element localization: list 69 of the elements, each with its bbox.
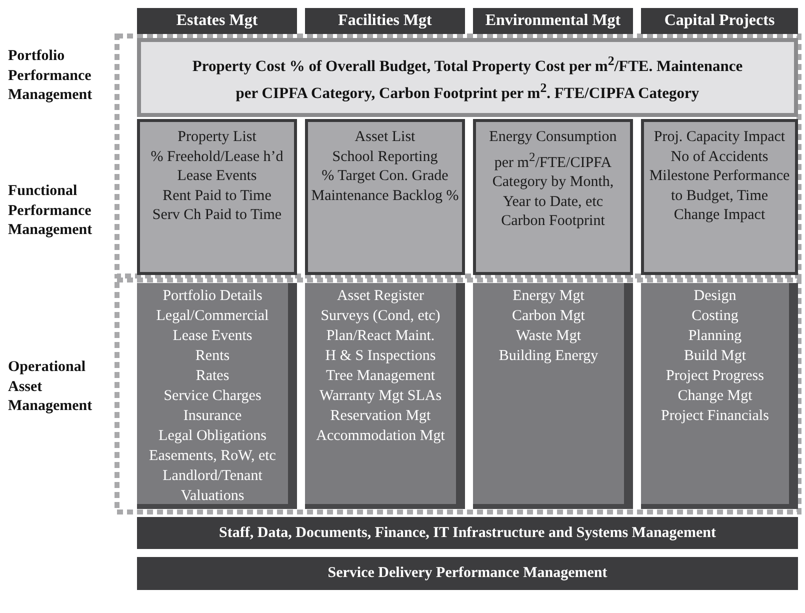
layer-title: Service Delivery Performance Management [328, 565, 608, 582]
activity-item: Design [692, 287, 738, 306]
activity-item: Planning [687, 327, 743, 346]
kpi-item: No of Accidents [670, 148, 770, 166]
activity-panel [641, 283, 798, 509]
activity-item: Lease Events [172, 327, 254, 346]
activity-item: Costing [690, 307, 740, 326]
kpi-band [137, 38, 798, 117]
layer-bar [137, 517, 798, 549]
activity-panel [473, 283, 633, 509]
activity-item: Portfolio Details [162, 287, 264, 306]
column-header-bar [305, 8, 465, 34]
kpi-item: School Reporting [331, 148, 439, 166]
layer-title: Staff, Data, Documents, Finance, IT Infrastructure and Systems Management [219, 524, 716, 542]
activity-item: Service Charges [162, 387, 262, 406]
column-heading: Capital Projects [664, 12, 775, 30]
layer-bar [137, 557, 798, 590]
activity-item: Rates [194, 367, 230, 386]
column-heading: Facilities Mgt [338, 12, 432, 30]
activity-item: Tree Management [325, 367, 436, 386]
kpi-item: Energy Consumption per m$^{2}$/FTE/CIPFA Category by Month, Year to Date, etc [488, 128, 618, 212]
activity-item: Project Financials [660, 407, 770, 426]
kpi-item: Change Impact [672, 206, 766, 225]
row-label: Functional Performance Management [8, 182, 94, 240]
activity-panel [305, 283, 465, 509]
column-header-bar [473, 8, 633, 34]
kpi-item: Rent Paid to Time [162, 186, 272, 206]
activity-item: Surveys (Cond, etc) [320, 307, 442, 326]
kpi-item: % Target Con. Grade [320, 167, 450, 186]
activity-item: Rents [194, 347, 231, 366]
kpi-panel [473, 119, 633, 275]
activity-item: Asset Register [336, 287, 426, 306]
activity-item: Plan/React Maint. [325, 327, 436, 346]
kpi-item: % Freehold/Lease h’d [150, 148, 284, 166]
kpi-panel [137, 119, 297, 275]
activity-item: Accommodation Mgt [315, 427, 446, 446]
column-heading: Environmental Mgt [485, 12, 621, 30]
activity-item: Build Mgt [682, 347, 748, 366]
activity-item: Project Progress [665, 367, 765, 386]
kpi-item: Serv Ch Paid to Time [151, 206, 283, 225]
kpi-item: Asset List [354, 128, 416, 147]
row-label: Operational Asset Management [8, 358, 94, 416]
activity-item: Easements, RoW, etc [148, 447, 277, 466]
column-heading: Estates Mgt [176, 12, 258, 30]
activity-item: Landlord/Tenant Valuations [162, 467, 264, 506]
activity-item: H & S Inspections [324, 347, 437, 366]
activity-item: Building Energy [498, 347, 600, 366]
activity-item: Change Mgt [676, 387, 754, 406]
column-header-bar [137, 8, 297, 34]
activity-item: Reservation Mgt [329, 407, 432, 426]
kpi-item: Maintenance Backlog % [310, 186, 460, 206]
activity-item: Energy Mgt [512, 287, 586, 306]
kpi-item: Property List [176, 128, 258, 147]
kpi-panel [305, 119, 465, 275]
activity-item: Carbon Mgt [511, 307, 586, 326]
column-header-bar [641, 8, 798, 34]
kpi-item: Lease Events [176, 167, 258, 186]
kpi-text: Property Cost % of Overall Budget, Total Property Cost per m$^{2}$/FTE. Maintenance per CIPFA Category, Carbon Footprint per m$^{2}$. FTE/CIPFA Category [191, 52, 744, 104]
activity-item: Insurance [182, 407, 243, 426]
activity-item: Warranty Mgt SLAs [318, 387, 443, 406]
kpi-panel [641, 119, 798, 275]
activity-item: Legal/Commercial [155, 307, 270, 326]
kpi-item: Carbon Footprint [500, 212, 606, 231]
row-label: Portfolio Performance Management [8, 47, 94, 105]
activity-item: Waste Mgt [514, 327, 582, 346]
kpi-item: Milestone Performance to Budget, Time [648, 167, 791, 206]
activity-item: Legal Obligations [158, 427, 268, 446]
kpi-item: Proj. Capacity Impact [652, 128, 786, 147]
activity-panel [137, 283, 297, 509]
